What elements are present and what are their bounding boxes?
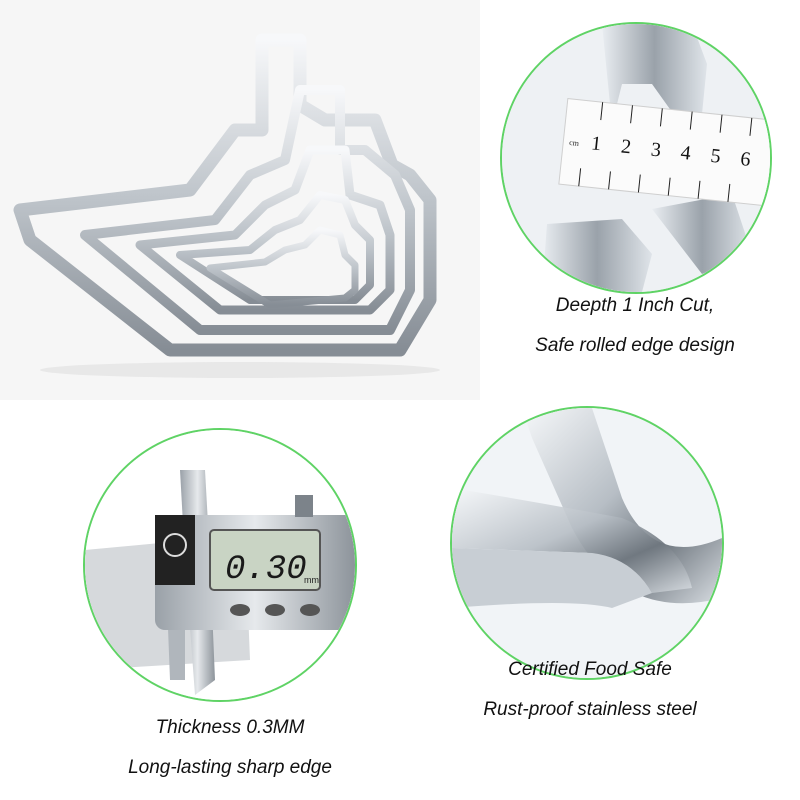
depth-detail-circle: cm 1 2 3 4 5 6 [500, 22, 772, 294]
ruler-measurement-image: cm 1 2 3 4 5 6 [502, 24, 770, 292]
ruler-number: 4 [680, 142, 692, 165]
thickness-caption-line-1: Thickness 0.3MM [155, 717, 305, 738]
ruler-number: 6 [739, 148, 751, 171]
ruler-number: 2 [620, 135, 632, 158]
ruler-number: 5 [709, 145, 721, 168]
product-photo [0, 0, 480, 400]
food-safe-caption: Certified Food Safe Rust-proof stainless… [440, 650, 740, 730]
thickness-caption-line-2: Long-lasting sharp edge [128, 757, 332, 778]
depth-caption-line-2: Safe rolled edge design [535, 335, 735, 356]
depth-caption: Deepth 1 Inch Cut, Safe rolled edge desi… [500, 286, 770, 366]
ruler-unit-label: cm [569, 138, 580, 148]
caliper-reading: 0.30 [225, 551, 307, 589]
caliper-unit: mm [304, 575, 319, 585]
ruler-number: 3 [650, 139, 662, 162]
ruler-number: 1 [590, 132, 602, 155]
depth-caption-line-1: Deepth 1 Inch Cut, [555, 295, 715, 316]
cookie-cutter-set-illustration [13, 33, 440, 378]
rolled-steel-image [452, 408, 722, 678]
thickness-caption: Thickness 0.3MM Long-lasting sharp edge [80, 708, 380, 788]
food-safe-caption-line-2: Rust-proof stainless steel [483, 699, 697, 720]
food-safe-detail-circle [450, 406, 724, 680]
thickness-detail-circle: 0.30 mm [83, 428, 357, 702]
caliper-measurement-image: 0.30 mm [85, 430, 355, 700]
food-safe-caption-line-1: Certified Food Safe [508, 659, 672, 680]
